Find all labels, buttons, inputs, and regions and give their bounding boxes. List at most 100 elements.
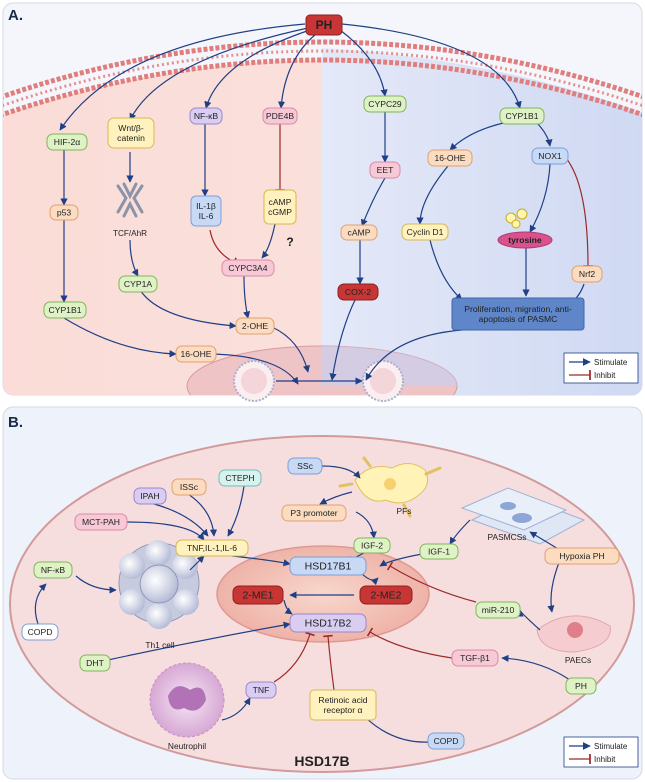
- edge-cox2-nucleus: [329, 297, 357, 381]
- panel-b-title: HSD17B: [294, 753, 349, 769]
- panel-a: A. PH HIF-2α Wnt/β-catenin NF-κB PDE4B CYPC29…: [2, 2, 643, 402]
- node-2ohe-text: 2-OHE: [242, 321, 269, 331]
- node-p53-text: p53: [57, 208, 72, 218]
- node-camp-cgmp-text-2: cGMP: [268, 207, 292, 217]
- node-tyrosine-text: tyrosine: [508, 235, 542, 245]
- panel-a-label: A.: [8, 7, 23, 24]
- edge-igf1-hsd17b1: [379, 553, 423, 567]
- cell-cytoplasm-right: [322, 48, 642, 395]
- node-16ohe-low: 16-OHE: [175, 345, 217, 363]
- edge-ph-nfkb: [204, 29, 311, 109]
- tyrosine-molecule-icon: [505, 208, 528, 229]
- node-16ohe-low-text: 16-OHE: [180, 349, 211, 359]
- node-b-paecs: PAECs: [565, 655, 591, 665]
- edge-cypc3a4-2ohe: [243, 275, 251, 319]
- node-16ohe-right: 16-OHE: [427, 149, 473, 167]
- node-prolif-text-2: apoptosis of PASMC: [479, 314, 558, 324]
- edge-camp-cypc3a4: [261, 223, 276, 259]
- membrane-outer: [3, 39, 642, 115]
- node-wnt-text-2: catenin: [117, 133, 145, 143]
- node-b-p3: P3 promoter: [281, 504, 347, 522]
- smooth-muscle-cells-icon: [460, 487, 586, 545]
- panel-b-edges: [34, 465, 571, 743]
- edge-cyp1b1-16ohe: [63, 317, 177, 358]
- legend-a: Stimulate Inhibit: [563, 352, 639, 384]
- node-wnt: Wnt/β-catenin: [107, 117, 155, 149]
- edge-ipah-tnfil: [153, 503, 209, 537]
- node-tcf: TCF/AhR: [113, 229, 147, 238]
- node-b-nfkb: NF-κB: [33, 561, 73, 579]
- node-b-hsd17b2: HSD17B2: [289, 613, 367, 633]
- edge-16ohe-nucleus: [211, 353, 299, 385]
- node-cox2: COX-2: [337, 283, 379, 301]
- node-b-mir210-text: miR-210: [482, 605, 515, 615]
- edge-ssc-pfs: [321, 465, 361, 479]
- node-b-igf1-text: IGF-1: [428, 547, 450, 557]
- node-prolif: Proliferation, migration, anti-apoptosis…: [451, 297, 585, 331]
- node-b-tgfb: TGF-β1: [451, 649, 499, 667]
- node-2ohe: 2-OHE: [235, 317, 275, 335]
- endothelial-cell-icon: [536, 615, 611, 653]
- node-cyp1b1-top-text: CYP1B1: [506, 111, 539, 121]
- node-b-retinoic-text-2: receptor α: [324, 705, 363, 715]
- node-b-me1: 2-ME1: [232, 585, 284, 605]
- legend-b-stimulate: Stimulate: [594, 742, 628, 751]
- node-b-tnfil-text: TNF,IL-1,IL-6: [187, 543, 237, 553]
- node-camp2: cAMP: [340, 224, 378, 241]
- edge-p3-igf2: [355, 511, 377, 539]
- node-cyclin: Cyclin D1: [401, 223, 449, 241]
- node-nfkb-text: NF-κB: [194, 111, 219, 121]
- node-cypc29-text: CYPC29: [368, 99, 402, 109]
- node-b-ssc-text: SSc: [297, 461, 313, 471]
- node-pde4b: PDE4B: [262, 107, 298, 125]
- node-eet-text: EET: [377, 165, 394, 175]
- edge-nox1-nrf2: [565, 157, 593, 267]
- node-ph-source-text: PH: [316, 18, 333, 32]
- edge-eet-camp: [360, 177, 386, 227]
- fibroblast-icon: [338, 456, 442, 518]
- node-b-igf1: IGF-1: [419, 543, 459, 560]
- node-b-me2-text: 2-ME2: [371, 590, 402, 602]
- node-nfkb: NF-κB: [189, 107, 223, 125]
- edge-dht-hsd17b2: [107, 621, 291, 661]
- edge-tcf-cyp1a: [129, 239, 139, 277]
- node-pde4b-text: PDE4B: [266, 111, 294, 121]
- node-16ohe-right-text: 16-OHE: [434, 153, 465, 163]
- node-b-ipah-text: IPAH: [140, 491, 159, 501]
- edge-prolif-nucleus: [365, 329, 463, 381]
- edge-nox1-tyrosine: [529, 163, 551, 233]
- node-cyp1a-text: CYP1A: [124, 279, 152, 289]
- node-b-copd1-text: COPD: [28, 627, 53, 637]
- node-b-ph-text: PH: [575, 681, 587, 691]
- panel-b: B.: [2, 406, 643, 780]
- node-nrf2-text: Nrf2: [579, 269, 595, 279]
- edge-th1-tnfil: [189, 555, 205, 571]
- node-hif-text: HIF-2α: [54, 137, 80, 147]
- th1-cell-icon: [118, 540, 200, 629]
- node-b-copd1: COPD: [21, 623, 59, 641]
- membrane-inner: [3, 57, 642, 133]
- node-cyp1b1-low-text: CYP1B1: [49, 305, 82, 315]
- edge-ph-tgfb: [501, 654, 571, 681]
- edge-issc-tnfil: [187, 493, 218, 537]
- legend-a-inhibit: Inhibit: [594, 371, 616, 380]
- edge-ph-cypc29: [339, 29, 388, 97]
- membrane-tails: [3, 49, 642, 123]
- edge-ph-hif: [59, 23, 306, 131]
- edge-tgfb-hsd17b2: [366, 627, 453, 659]
- node-b-me2: 2-ME2: [359, 585, 413, 605]
- node-b-mir210: miR-210: [475, 601, 521, 619]
- edge-pasmcs-igf1: [449, 519, 471, 545]
- node-b-tnf: TNF: [245, 681, 277, 699]
- edge-cyp1a-2ohe: [139, 289, 237, 330]
- node-tyrosine: tyrosine: [497, 231, 553, 249]
- node-b-ipah: IPAH: [133, 487, 167, 505]
- node-nox1: NOX1: [531, 147, 569, 165]
- node-cyp1b1-top: CYP1B1: [499, 107, 545, 125]
- edge-copd-nfkb: [34, 583, 47, 625]
- node-b-copd2: COPD: [427, 732, 465, 750]
- nucleus-b: [216, 545, 430, 643]
- node-b-pasmcs: PASMCSs: [488, 532, 527, 542]
